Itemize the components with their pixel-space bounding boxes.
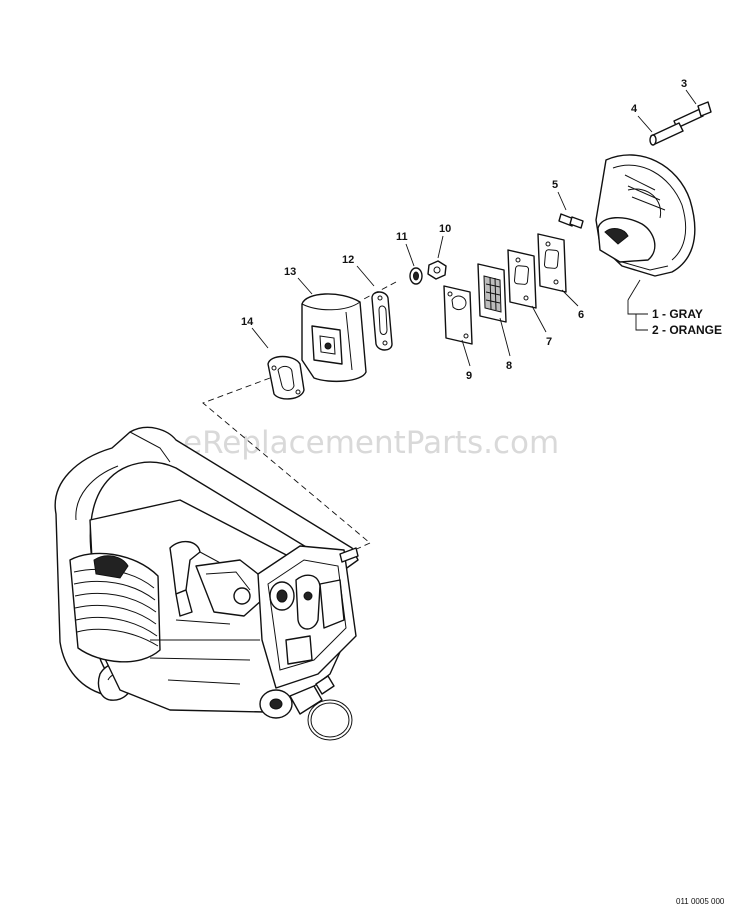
- callout-10: 10: [439, 223, 451, 235]
- bolt-part-5: [558, 213, 584, 229]
- gasket-part-6: [537, 233, 567, 293]
- spark-plug-boot: [169, 541, 231, 617]
- callout-5: 5: [552, 179, 558, 191]
- muffler-cover-part: [595, 154, 696, 277]
- chainsaw-engine-body: [54, 426, 359, 741]
- callout-11: 11: [396, 231, 408, 243]
- muffler-body-part-13: [301, 293, 367, 383]
- callout-3: 3: [681, 78, 687, 90]
- assembly-line-right: [361, 281, 397, 301]
- callout-12: 12: [342, 254, 354, 266]
- callout-8: 8: [506, 360, 512, 372]
- callout-7: 7: [546, 336, 552, 348]
- diagram-code: 011 0005 000: [676, 897, 725, 906]
- leader-lines: [251, 89, 697, 367]
- screen-part-8: [477, 263, 507, 323]
- callout-6: 6: [578, 309, 584, 321]
- variant-label-orange: 2 - ORANGE: [652, 323, 722, 337]
- cylinder-fins: [69, 552, 161, 663]
- muffler-mount-plate: [257, 545, 357, 689]
- assembly-line-left: [202, 377, 371, 544]
- callout-14: 14: [241, 316, 254, 328]
- gasket-part-14: [267, 355, 305, 400]
- watermark: eReplacementParts.com: [183, 425, 559, 461]
- callout-numbers: 3 4 5 10 11 12 13 14 6 7 8 9: [241, 78, 687, 382]
- screw-part-3: [673, 101, 712, 129]
- callout-9: 9: [466, 370, 472, 382]
- gasket-part-12: [371, 291, 393, 351]
- plate-part-7: [507, 249, 537, 309]
- gasket-part-9: [443, 285, 473, 345]
- washer-part-11: [409, 267, 423, 285]
- callout-4: 4: [631, 103, 638, 115]
- sleeve-part-4: [649, 122, 684, 146]
- rear-mount: [259, 685, 323, 719]
- callout-13: 13: [284, 266, 296, 278]
- lanyard-ring: [307, 675, 353, 741]
- nut-part-10: [427, 260, 447, 280]
- assembly-line-stud: [349, 542, 371, 553]
- variant-label-gray: 1 - GRAY: [652, 307, 703, 321]
